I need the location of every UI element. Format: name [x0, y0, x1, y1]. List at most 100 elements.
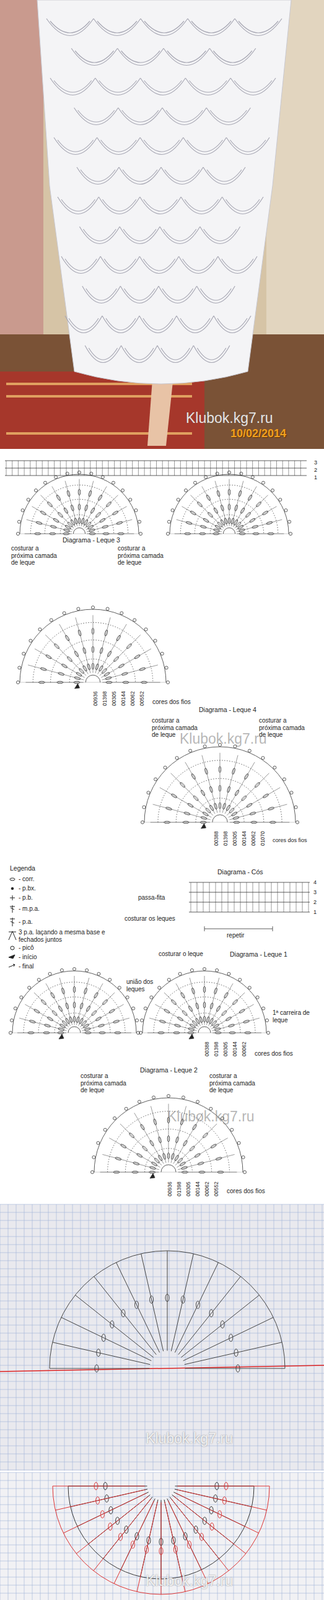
double-crochet: [136, 1153, 143, 1159]
sketch-stitch: [101, 1335, 106, 1343]
base-line: [94, 1172, 243, 1174]
double-crochet: [229, 1032, 236, 1035]
double-crochet: [227, 504, 231, 511]
stitch-line: [147, 1033, 197, 1034]
scallop: [218, 256, 258, 274]
double-crochet: [198, 1016, 203, 1024]
grid-line: [289, 1204, 291, 1472]
fan-edge: [142, 971, 267, 1034]
grid-line: [0, 1489, 324, 1490]
grid-line: [0, 1245, 324, 1246]
grid-line: [306, 1204, 307, 1472]
grid-line: [0, 1406, 324, 1407]
picot: [238, 978, 242, 982]
double-crochet: [216, 521, 224, 528]
stitch-line: [222, 755, 238, 814]
grid-line: [297, 1204, 299, 1472]
stitch-line: [102, 1154, 160, 1171]
chart-label: 3: [314, 459, 318, 466]
double-crochet: [113, 656, 120, 663]
double-crochet: [47, 1016, 54, 1022]
stitch-line: [34, 993, 69, 1028]
double-crochet: [207, 512, 214, 519]
watermark: Klubok.kg7.ru: [179, 731, 268, 748]
picot: [227, 972, 231, 976]
grid-line: [56, 1204, 57, 1472]
hand-sketch: [49, 1251, 285, 1596]
color-code: 00552: [139, 691, 146, 707]
double-crochet: [162, 1153, 167, 1161]
grid-line: [0, 1293, 324, 1295]
double-crochet: [262, 510, 269, 516]
chart-label: união dos leques: [125, 978, 157, 994]
scallop: [140, 18, 188, 36]
stitch-line: [227, 882, 229, 913]
double-crochet: [73, 1002, 76, 1009]
stitch-line: [192, 460, 193, 476]
stitch-line: [222, 460, 224, 476]
start-arrow: [58, 1034, 64, 1040]
double-crochet: [221, 1010, 228, 1017]
double-crochet: [213, 532, 220, 536]
double-crochet: [84, 1032, 92, 1035]
picot: [17, 520, 21, 524]
double-crochet: [177, 1158, 184, 1165]
row-line: [4, 468, 307, 469]
double-crochet: [102, 532, 110, 536]
double-crochet: [216, 490, 221, 498]
stitch-line: [186, 460, 188, 476]
scallop: [185, 78, 231, 96]
stitch-line: [100, 649, 152, 679]
double-crochet: [170, 999, 178, 1007]
scallop: [164, 169, 200, 182]
scallop: [122, 110, 159, 123]
sketch-stitch: [121, 1310, 126, 1318]
scallop: [122, 169, 158, 182]
row-line: [188, 912, 310, 914]
double-crochet: [141, 681, 148, 684]
stitch-line: [288, 460, 289, 476]
stitch-line: [120, 460, 121, 476]
double-crochet: [45, 654, 52, 660]
double-crochet: [188, 1146, 196, 1153]
stitch-line: [79, 993, 115, 1028]
double-crochet: [126, 643, 133, 650]
double-crochet: [51, 1010, 58, 1017]
stitch-line: [19, 1018, 67, 1031]
grid-line: [0, 1366, 324, 1367]
picot: [100, 475, 105, 479]
scallop: [163, 48, 210, 66]
color-code: 01398: [102, 691, 109, 707]
double-crochet: [187, 1006, 193, 1013]
stitch-line: [204, 460, 206, 476]
grid-line: [265, 1473, 267, 1600]
stitch-line: [81, 1004, 124, 1030]
picot: [167, 1095, 171, 1099]
sketch-line: [94, 1276, 157, 1355]
sketch-stitch: [96, 1497, 100, 1505]
grid-line: [16, 1473, 17, 1600]
stitch-line: [66, 460, 67, 476]
stitch-line: [100, 1172, 160, 1174]
double-crochet: [95, 664, 100, 671]
picot: [9, 1032, 13, 1036]
double-crochet: [108, 1009, 115, 1015]
stitch-line: [144, 460, 145, 476]
stitch-line: [206, 978, 219, 1026]
stitch-line: [174, 534, 222, 535]
double-crochet: [99, 647, 104, 655]
picot: [139, 532, 143, 536]
picot: [166, 532, 170, 536]
stitch-line: [45, 983, 71, 1026]
grid-line: [273, 1473, 275, 1600]
picot: [153, 639, 157, 643]
double-crochet: [209, 805, 215, 812]
double-crochet: [180, 1166, 188, 1171]
stitch-line: [102, 682, 160, 684]
chart-label: costurar a próxima camada de leque: [117, 545, 169, 567]
picot: [241, 1156, 245, 1160]
picot: [120, 612, 124, 616]
double-crochet: [115, 634, 121, 642]
picot: [193, 481, 197, 485]
double-crochet: [50, 525, 57, 530]
